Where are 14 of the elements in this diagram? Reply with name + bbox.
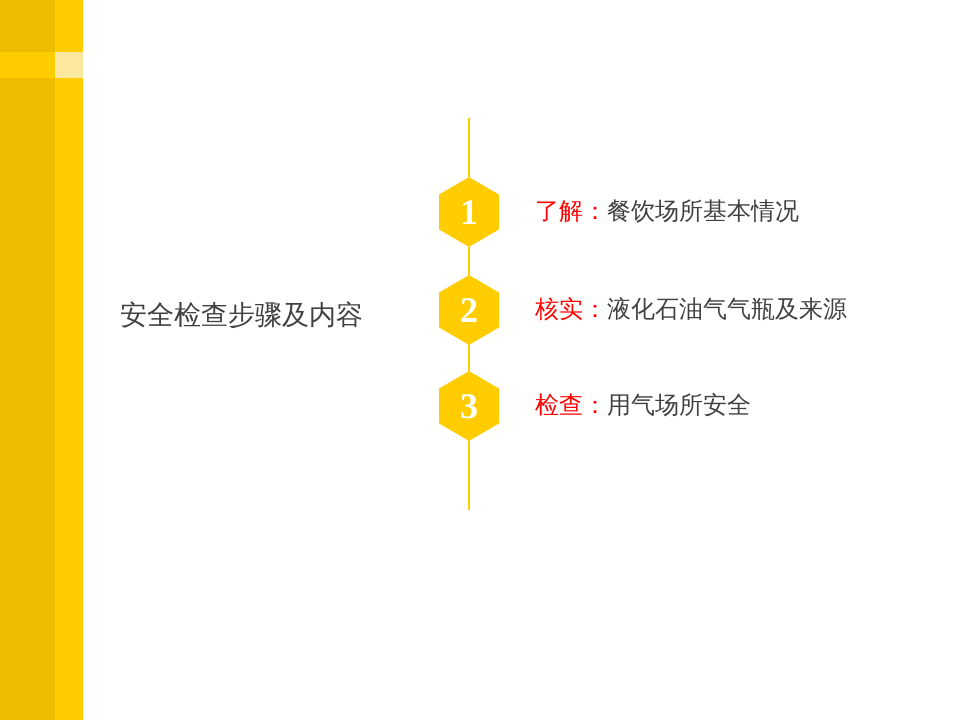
connector-line — [468, 441, 470, 510]
hexagon-badge: 1 — [439, 177, 499, 247]
connector-line — [468, 247, 470, 275]
hexagon-badge: 2 — [439, 275, 499, 345]
step-keyword: 检查： — [535, 392, 607, 421]
hexagon-badge: 3 — [439, 371, 499, 441]
connector-line — [468, 345, 470, 371]
connector-line — [468, 118, 470, 177]
step-text: 用气场所安全 — [607, 392, 751, 421]
section-heading: 安全检查步骤及内容 — [120, 300, 363, 330]
step-text: 液化石油气气瓶及来源 — [607, 296, 847, 325]
step-keyword: 了解： — [535, 198, 607, 227]
step-text: 餐饮场所基本情况 — [607, 198, 799, 227]
step-keyword: 核实： — [535, 296, 607, 325]
